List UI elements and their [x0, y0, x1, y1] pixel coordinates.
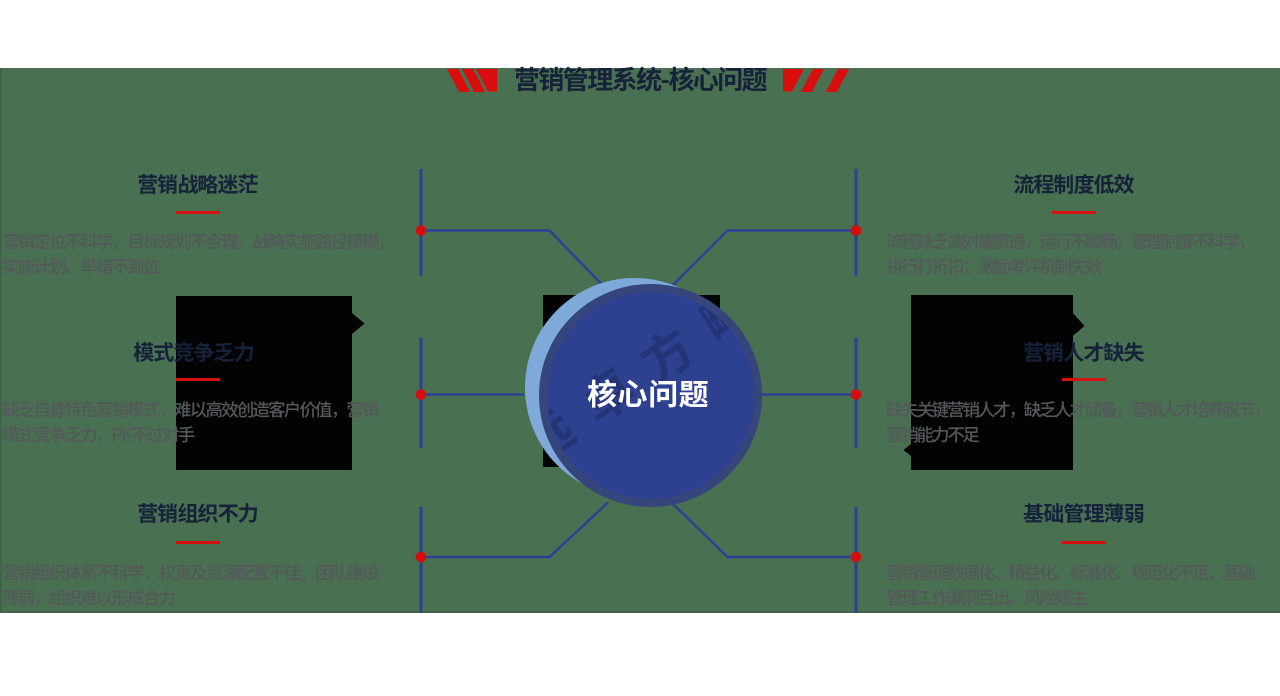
body-line: 缺失关键营销人才，缺乏人才储备，营销人才培养脱节，	[886, 397, 1271, 422]
center-circle: 远卓方略 核心问题	[539, 284, 762, 507]
branch-bottom-right	[671, 502, 856, 559]
body-line: 营销能力不足	[886, 421, 980, 447]
placeholder-box-right	[911, 295, 1073, 470]
body-line: 营销管理数据化、精益化、标准化、规范化不足，基础	[886, 560, 1255, 585]
connector-dots	[415, 225, 862, 563]
arrow-right-icon	[352, 313, 365, 334]
title-decoration-right	[783, 69, 853, 92]
section-heading: 营销组织不力	[137, 498, 259, 528]
body-line: 营销组织体系不科学，权责及资源配置不佳，团队建设	[2, 560, 379, 585]
section-body: 营销组织体系不科学，权责及资源配置不佳，团队建设 薄弱，组织难以形成合力	[2, 560, 379, 610]
dot-top-right	[850, 225, 862, 236]
body-line: 营销定位不科学，目标规划不合理，战略实施路径模糊，	[2, 228, 395, 254]
section-body: 营销定位不科学，目标规划不合理，战略实施路径模糊， 实施计划、举措不到位	[2, 228, 395, 279]
section-heading: 基础管理薄弱	[1023, 498, 1145, 528]
section-body: 缺乏自身特色营销模式，难以高效创造客户价值，营销 模式竞争乏力，PK不过对手	[2, 397, 379, 447]
branch-top-left	[421, 229, 603, 286]
title-decoration-left	[447, 69, 497, 92]
section-underline	[175, 541, 220, 544]
connector-branch-lines	[421, 229, 856, 559]
branch-bottom-left	[421, 501, 609, 559]
dot-top-left	[415, 225, 427, 236]
body-line: 缺乏自身特色营销模式，难以高效创造客户价值，营销	[2, 397, 379, 422]
center-circle-label: 核心问题	[587, 369, 710, 414]
section-body: 缺失关键营销人才，缺乏人才储备，营销人才培养脱节， 营销能力不足	[886, 397, 1271, 447]
body-line: 执行打折扣；激励考评机制失效	[886, 253, 1102, 279]
branch-top-right	[672, 229, 856, 286]
section-underline	[175, 377, 220, 381]
dot-middle-right	[850, 389, 862, 400]
section-heading: 营销人才缺失	[1023, 337, 1145, 367]
body-line: 模式竞争乏力，PK不过对手	[2, 421, 195, 447]
dot-bottom-right	[850, 551, 862, 563]
section-heading: 营销战略迷茫	[137, 168, 259, 199]
section-body: 流程缺乏端对端贯通，运行不顺畅；管理制度不科学， 执行打折扣；激励考评机制失效	[886, 228, 1255, 279]
page-title: 营销管理系统-核心问题	[513, 59, 768, 97]
body-line: 薄弱，组织难以形成合力	[2, 584, 176, 610]
section-underline	[1061, 541, 1106, 544]
arrow-right-icon	[1072, 312, 1085, 337]
body-line: 流程缺乏端对端贯通，运行不顺畅；管理制度不科学，	[886, 228, 1255, 254]
section-body: 营销管理数据化、精益化、标准化、规范化不足，基础 管理工作漏洞百出、风险频生	[886, 560, 1255, 610]
body-line: 管理工作漏洞百出、风险频生	[886, 584, 1087, 610]
placeholder-box-left	[176, 296, 352, 470]
section-underline	[175, 211, 220, 214]
section-heading: 模式竞争乏力	[133, 337, 255, 367]
section-heading: 流程制度低效	[1013, 168, 1135, 199]
section-underline	[1061, 377, 1106, 381]
arrow-left-icon	[903, 444, 911, 456]
body-line: 实施计划、举措不到位	[2, 253, 160, 279]
dot-bottom-left	[415, 551, 427, 563]
dot-middle-left	[415, 389, 427, 400]
section-underline	[1051, 211, 1096, 214]
